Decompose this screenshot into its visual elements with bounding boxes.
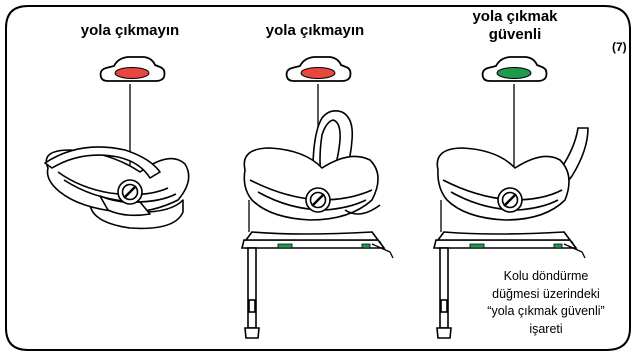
indicator-light <box>115 68 149 79</box>
panel-1 <box>45 57 189 228</box>
caption-line-1: Kolu döndürme <box>476 268 616 286</box>
indicator-light <box>301 68 335 79</box>
caption-line-4: işareti <box>476 321 616 339</box>
car-indicator-icon <box>483 57 547 81</box>
car-seat-carrier <box>244 111 380 220</box>
panel-1-title: yola çıkmayın <box>60 22 200 40</box>
panel-2-title: yola çıkmayın <box>245 22 385 40</box>
car-seat-carrier <box>437 128 588 220</box>
panel-3-title-line-2: güvenli <box>455 26 575 44</box>
caption-line-2: düğmesi üzerindeki <box>476 286 616 304</box>
panel-2 <box>242 57 393 338</box>
figure-number: (7) <box>612 40 627 54</box>
car-seat-carrier <box>45 147 189 228</box>
caption: Kolu döndürme düğmesi üzerindeki “yola ç… <box>476 268 616 338</box>
panel-3-title-line-1: yola çıkmak <box>455 8 575 26</box>
car-indicator-icon <box>101 57 165 81</box>
caption-line-3: “yola çıkmak güvenli” <box>476 303 616 321</box>
indicator-light <box>497 68 531 79</box>
isofix-base <box>242 200 393 338</box>
panel-3-title: yola çıkmak güvenli <box>455 8 575 44</box>
car-indicator-icon <box>287 57 351 81</box>
panel-1-title-line: yola çıkmayın <box>60 22 200 40</box>
panel-2-title-line: yola çıkmayın <box>245 22 385 40</box>
